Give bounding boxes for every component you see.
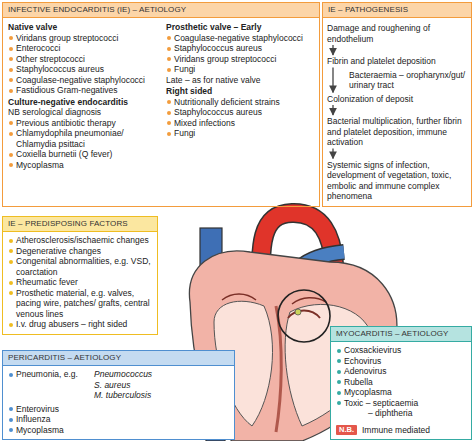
list-item: Coagulase-negative staphylococci xyxy=(8,75,158,86)
note-badge: N.B. xyxy=(336,425,357,435)
list-item: Rheumatic fever xyxy=(8,277,152,288)
panel-title: IE – PREDISPOSING FACTORS xyxy=(8,219,153,229)
list-item: Immune mediated xyxy=(362,425,430,436)
list-item: Mycoplasma xyxy=(8,425,229,436)
list-item: Other streptococci xyxy=(8,54,158,65)
flow-step: Fibrin and platelet deposition xyxy=(327,56,466,67)
list-item: Atherosclerosis/ischaemic changes xyxy=(8,235,152,246)
text-row: Pneumonia, e.g.PneumococcusS. aureusM. t… xyxy=(3,366,234,401)
flow-step: Bacteraemia – oropharynx/gut/ urinary tr… xyxy=(349,70,466,91)
vegetation xyxy=(295,309,301,315)
list-item: Coxsackievirus xyxy=(336,345,466,356)
list-item: Staphylococcus aureus xyxy=(166,43,315,54)
list-item: Mycoplasma xyxy=(336,387,466,398)
column-group: Native valveViridans group streptococciE… xyxy=(3,18,319,174)
flow-text: Bacterial multiplication, further fibrin… xyxy=(327,116,466,148)
text-column: Pneumonia, e.g. xyxy=(8,369,94,401)
list-item: Pneumococcus xyxy=(94,369,229,380)
list-item: Fungi xyxy=(166,64,315,75)
list-item: S. aureus xyxy=(94,380,229,391)
list-item: Toxic – septicaemia xyxy=(336,398,466,409)
list-item: Viridans group streptococci xyxy=(8,33,158,44)
text-list: CoxsackievirusEchovirusAdenovirusRubella… xyxy=(331,342,471,423)
flow-step: Colonization of deposit xyxy=(327,94,466,105)
list-item: NB serological diagnosis xyxy=(8,107,158,118)
flow-step: Bacterial multiplication, further fibrin… xyxy=(327,116,466,148)
list-item: Rubella xyxy=(336,377,466,388)
header-band: MYOCARDITIS – AETIOLOGY xyxy=(331,327,471,342)
list-item: Degenerative changes xyxy=(8,246,152,257)
flow-arrow xyxy=(332,149,333,159)
flow-text: N.B. xyxy=(339,425,354,435)
flow-text: Bacteraemia – oropharynx/gut/ urinary tr… xyxy=(349,70,466,91)
list-item: Fastidious Gram-negatives xyxy=(8,85,158,96)
flow-arrow xyxy=(332,68,333,93)
flow-text: Damage and roughening of endothelium xyxy=(327,23,466,44)
list-item: Adenovirus xyxy=(336,366,466,377)
flow-step: Systemic signs of infection, development… xyxy=(327,160,466,202)
panel-box: MYOCARDITIS – AETIOLOGY CoxsackievirusEch… xyxy=(330,326,472,440)
flow-arrow xyxy=(332,105,333,115)
panel-title: PERICARDITIS – AETIOLOGY xyxy=(8,353,230,363)
panel-box: INFECTIVE ENDOCARDITIS (IE) – AETIOLOGY N… xyxy=(2,2,320,207)
list-item: Coagulase-negative staphylococci xyxy=(166,33,315,44)
list-item: Congenital abnormalities, e.g. VSD, coar… xyxy=(8,256,152,277)
list-item: Chlamydophila pneumoniae/ Chlamydia psit… xyxy=(8,128,158,149)
list-item: Prosthetic material, e.g. valves, pacing… xyxy=(8,288,152,320)
list-item: Late – as for native valve xyxy=(166,75,315,86)
text-column: PneumococcusS. aureusM. tuberculosis xyxy=(94,369,229,401)
text-column: Native valveViridans group streptococciE… xyxy=(8,21,158,170)
subheading: Right sided xyxy=(166,86,315,97)
flow-area: Damage and roughening of endotheliumFibr… xyxy=(323,18,471,206)
list-item: Previous antibiotic therapy xyxy=(8,118,158,129)
list-item: I.v. drug abusers – right sided xyxy=(8,319,152,330)
valve-magnifier xyxy=(278,290,330,342)
panel-title: MYOCARDITIS – AETIOLOGY xyxy=(336,329,467,339)
list-item: Fungi xyxy=(166,128,315,139)
flow-arrow xyxy=(332,45,333,55)
list-item: Staphylococcus aureus xyxy=(166,107,315,118)
header-band: IE – PREDISPOSING FACTORS xyxy=(3,217,157,232)
text-list: Atherosclerosis/ischaemic changesDegener… xyxy=(3,232,157,334)
septum xyxy=(276,306,281,432)
flow-text: Colonization of deposit xyxy=(327,94,466,105)
list-item: Enterovirus xyxy=(8,404,229,415)
list-item: Nutritionally deficient strains xyxy=(166,97,315,108)
list-item: M. tuberculosis xyxy=(94,390,229,401)
valve-detail xyxy=(288,311,320,319)
list-item: Mixed infections xyxy=(166,118,315,129)
subheading: Native valve xyxy=(8,22,158,33)
list-item: Echovirus xyxy=(336,356,466,367)
list-item: Coxiella burnetii (Q fever) xyxy=(8,149,158,160)
panel-title: IE – PATHOGENESIS xyxy=(328,5,467,15)
flow-text: Systemic signs of infection, development… xyxy=(327,160,466,202)
list-item: Pneumonia, e.g. xyxy=(8,369,94,380)
list-item: Influenza xyxy=(8,414,229,425)
subheading: Prosthetic valve – Early xyxy=(166,22,315,33)
panel-box: IE – PREDISPOSING FACTORS Atherosclerosis… xyxy=(2,216,158,335)
header-band: INFECTIVE ENDOCARDITIS (IE) – AETIOLOGY xyxy=(3,3,319,18)
text-column: Prosthetic valve – EarlyCoagulase-negati… xyxy=(158,21,315,170)
text-list: EnterovirusInfluenzaMycoplasma xyxy=(3,401,234,440)
list-item: Viridans group streptococci xyxy=(166,54,315,65)
list-item: Mycoplasma xyxy=(8,160,158,171)
panel-title: INFECTIVE ENDOCARDITIS (IE) – AETIOLOGY xyxy=(8,5,315,15)
list-item: Enterococci xyxy=(8,43,158,54)
header-band: PERICARDITIS – AETIOLOGY xyxy=(3,351,234,366)
list-item: – diphtheria xyxy=(336,408,466,419)
header-band: IE – PATHOGENESIS xyxy=(323,3,471,18)
flow-text: Fibrin and platelet deposition xyxy=(327,56,466,67)
valve-leaflets xyxy=(222,294,326,304)
panel-box: IE – PATHOGENESIS Damage and roughening o… xyxy=(322,2,472,207)
subheading: Culture-negative endocarditis xyxy=(8,97,158,108)
panel-box: PERICARDITIS – AETIOLOGY Pneumonia, e.g.P… xyxy=(2,350,235,440)
text-row: N.B. Immune mediated xyxy=(331,423,471,440)
flow-step: Damage and roughening of endothelium xyxy=(327,23,466,44)
list-item: Staphylococcus aureus xyxy=(8,64,158,75)
